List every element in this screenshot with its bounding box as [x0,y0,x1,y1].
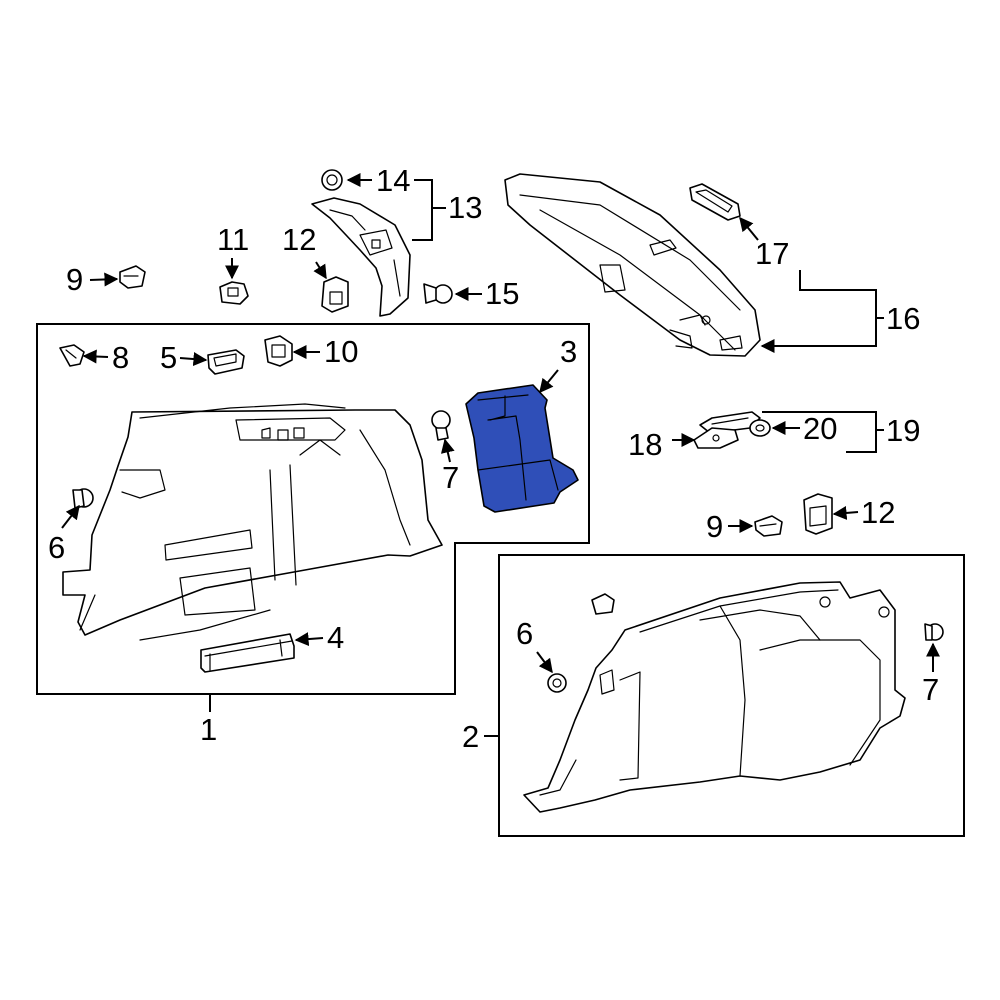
nut-6-right[interactable] [547,673,567,693]
tonneau-cover-16[interactable] [504,173,761,357]
clip-11[interactable] [219,281,249,305]
callout-20: 20 [803,411,837,446]
callout-13: 13 [448,190,482,225]
callout-6-left: 6 [48,530,65,565]
group-frame-1 [36,323,590,695]
callout-6-right: 6 [516,616,533,651]
trim-strip[interactable] [200,633,295,673]
callout-8: 8 [112,340,129,375]
clip-10[interactable] [264,335,293,367]
callout-9-upper: 9 [66,262,83,297]
clip-9-right[interactable] [754,515,783,537]
callout-12-upper: 12 [282,222,316,257]
washer-20[interactable] [749,419,771,437]
nut-14[interactable] [321,169,343,191]
callout-14: 14 [376,163,410,198]
bracket-12-right[interactable] [803,493,833,535]
bracket-18[interactable] [693,427,739,449]
callout-7-right: 7 [922,672,939,707]
callout-2: 2 [462,719,479,754]
pillar-trim-13[interactable] [311,197,411,317]
retainer-5[interactable] [207,349,245,375]
callout-9-right: 9 [706,509,723,544]
leader-lines [61,173,940,737]
pin-7-right[interactable] [924,623,944,641]
callout-3: 3 [560,334,577,369]
left-quarter-trim-panel[interactable] [62,403,443,641]
callout-16: 16 [886,301,920,336]
callout-12-right: 12 [861,495,895,530]
callout-10: 10 [324,334,358,369]
callout-11: 11 [217,222,249,257]
group-frame-2 [498,554,965,837]
callout-5: 5 [160,340,177,375]
small-clip-group-2[interactable] [591,593,615,615]
callout-17: 17 [755,236,789,271]
clip-8[interactable] [59,344,85,367]
callout-15: 15 [485,276,519,311]
highlighted-trim-cover[interactable] [465,384,579,513]
callout-7-left: 7 [442,460,459,495]
clip-9-upper[interactable] [119,265,146,289]
pin-6-left[interactable] [72,488,94,509]
callout-19: 19 [886,413,920,448]
screw-15[interactable] [423,283,453,304]
handle-17[interactable] [689,183,741,221]
right-quarter-trim-panel[interactable] [523,581,906,813]
callout-18: 18 [628,427,662,462]
bracket-12-upper[interactable] [321,276,349,313]
callout-4: 4 [327,620,344,655]
pin-7-left[interactable] [431,410,451,441]
callout-1: 1 [200,712,217,747]
